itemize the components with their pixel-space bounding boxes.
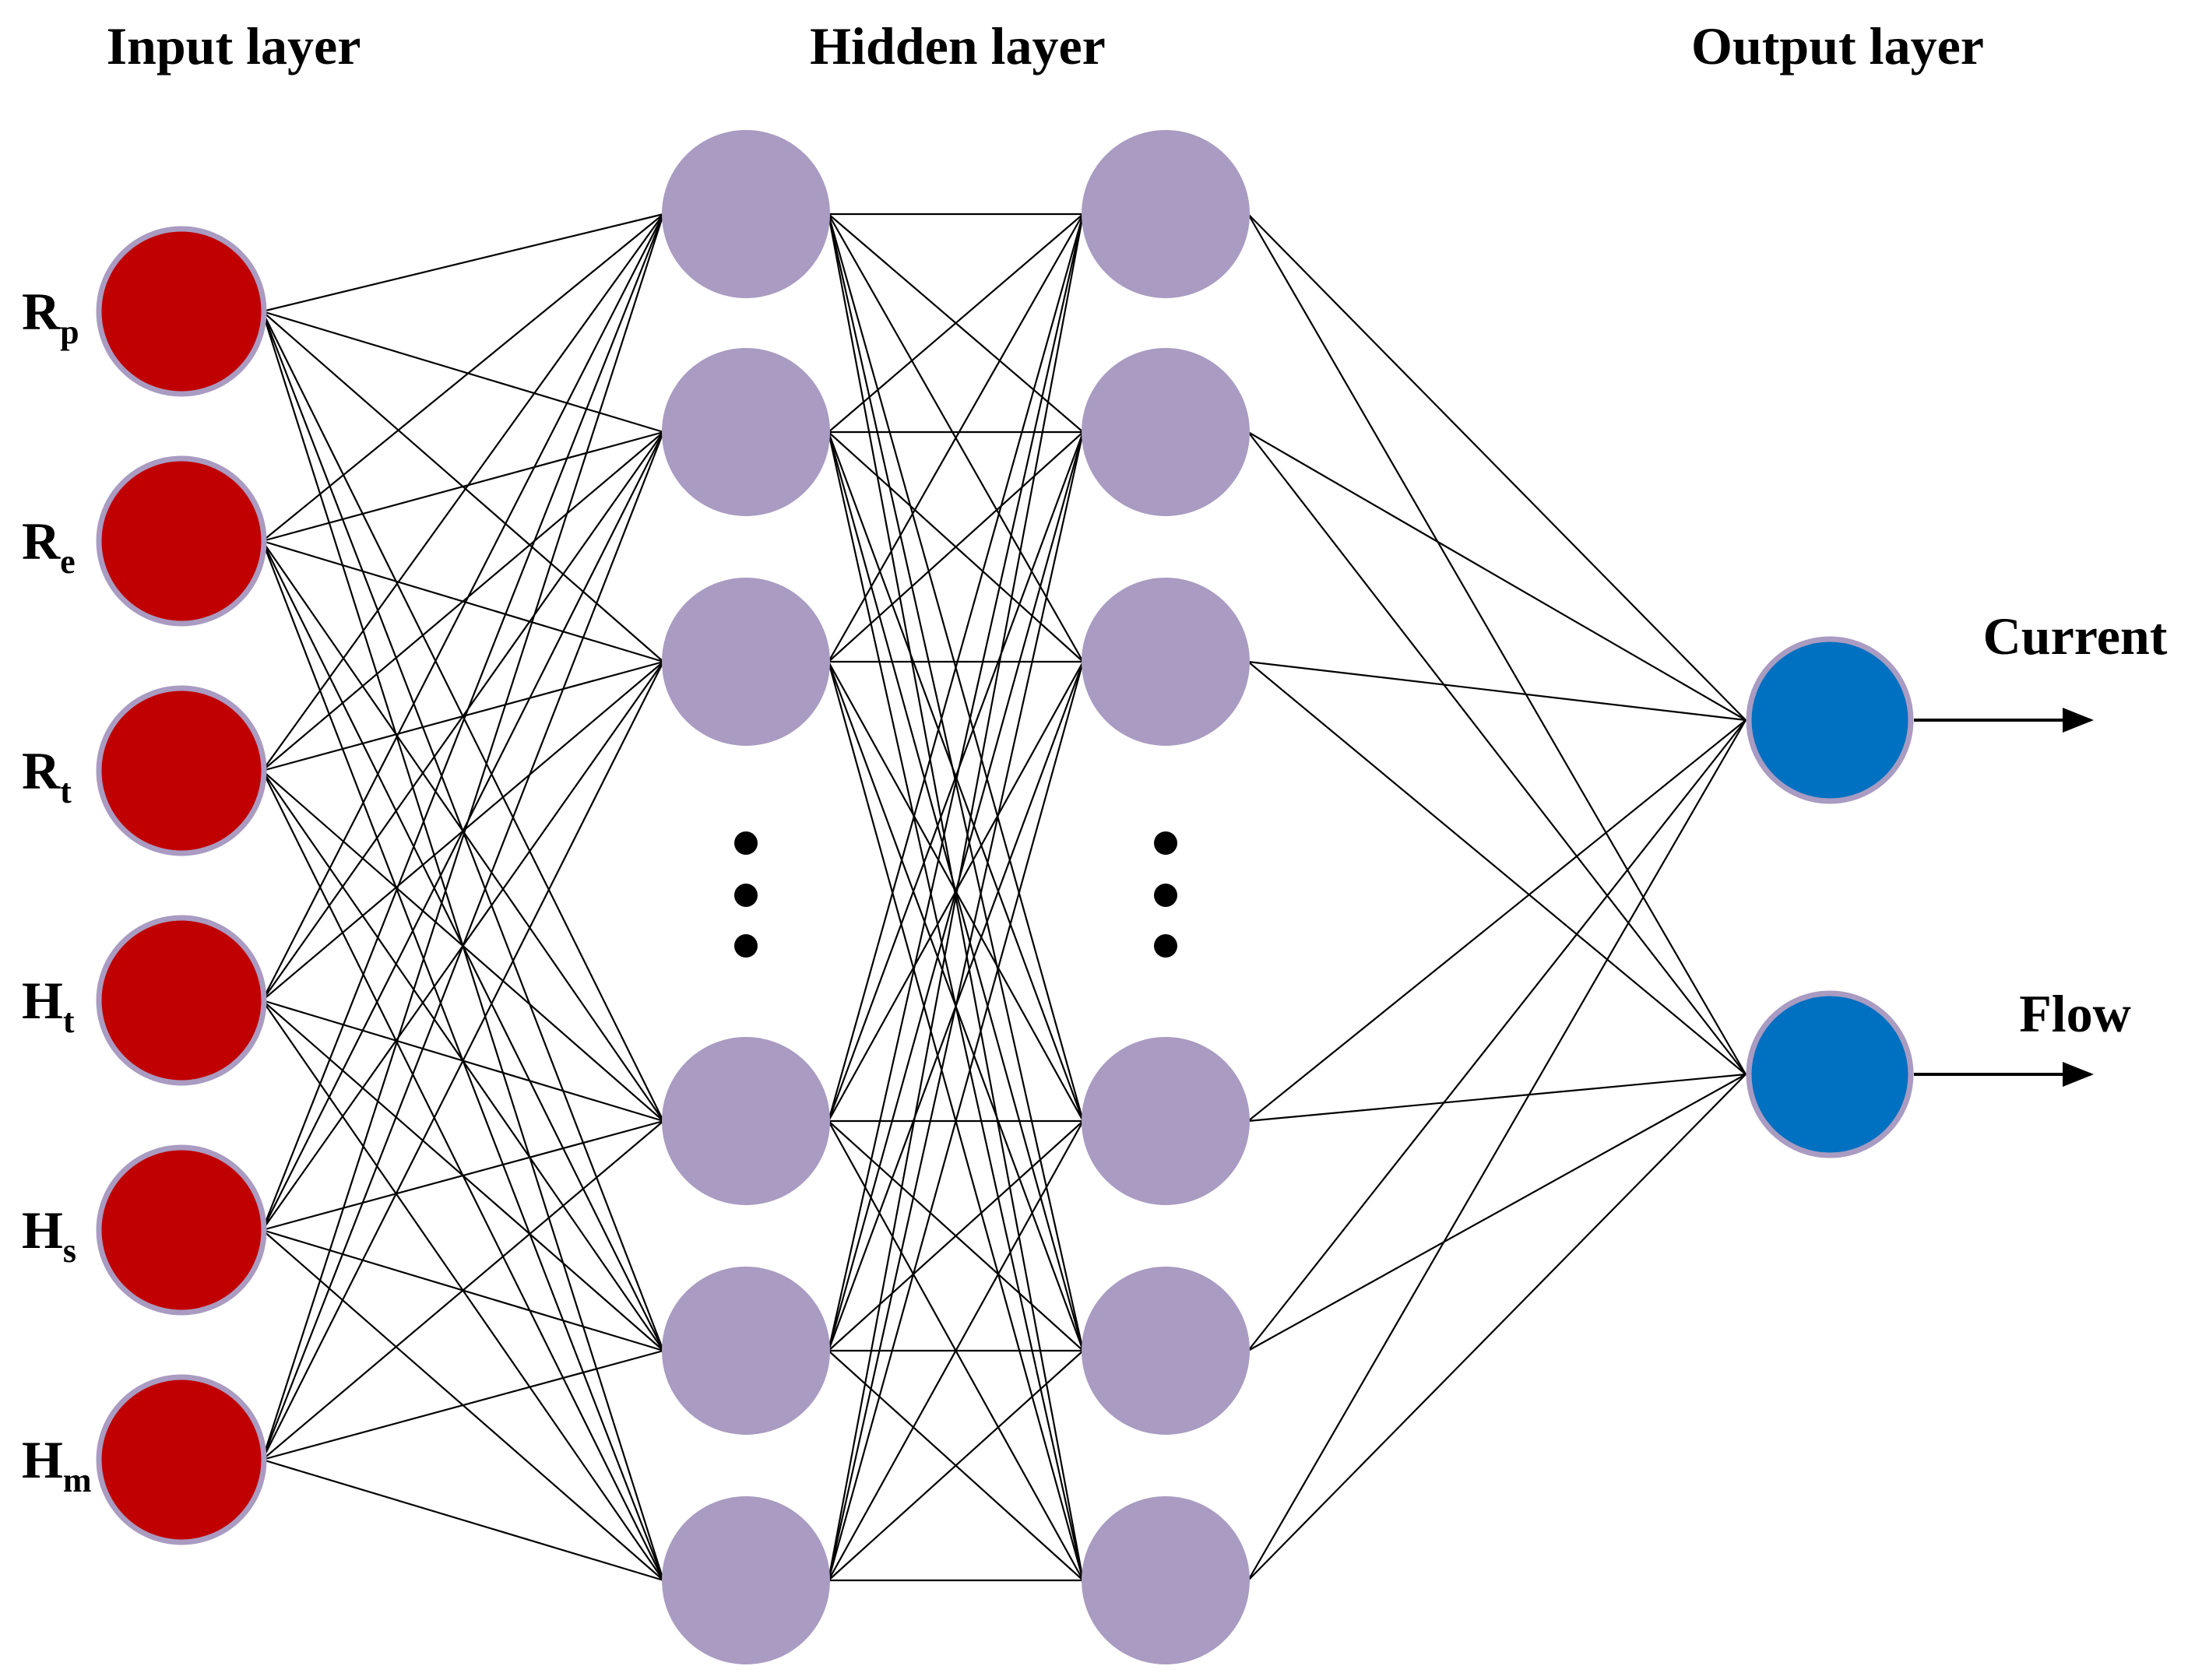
edge-hidden1-5-hidden2-4 <box>828 1120 1084 1351</box>
edge-input6-hidden1-3 <box>262 661 664 1460</box>
edge-input3-hidden1-1 <box>262 213 664 771</box>
output-node-2 <box>1746 990 1914 1158</box>
edge-input6-hidden1-5 <box>262 1349 664 1461</box>
hidden2-node-3 <box>1082 578 1250 746</box>
input-node-2 <box>96 455 267 627</box>
edge-hidden2-2-output2 <box>1247 431 1747 1075</box>
hidden1-node-1 <box>662 130 830 298</box>
edge-input6-hidden1-4 <box>262 1120 664 1460</box>
hidden1-ellipsis-dot-2 <box>734 884 758 907</box>
edge-hidden1-5-hidden2-1 <box>827 213 1085 1351</box>
hidden2-node-1 <box>1082 130 1250 298</box>
edge-hidden1-6-hidden2-1 <box>827 213 1085 1581</box>
input-label-main: H <box>22 1430 63 1489</box>
hidden2-ellipsis-dot-3 <box>1154 934 1177 958</box>
hidden2-node-5 <box>1082 1267 1250 1435</box>
connection-lines <box>261 213 1747 1582</box>
network-nodes <box>96 130 1914 1664</box>
input-label-2: Re <box>22 511 76 581</box>
edge-input5-hidden1-2 <box>262 431 664 1231</box>
edge-input3-hidden1-2 <box>262 431 664 771</box>
output-label-1: Current <box>1983 606 2168 666</box>
input-node-1 <box>96 226 267 397</box>
edge-hidden1-5-hidden2-2 <box>827 431 1085 1351</box>
edge-input1-hidden1-2 <box>262 310 664 434</box>
input-label-3: Rt <box>22 741 72 810</box>
edge-input6-hidden1-1 <box>261 213 665 1460</box>
input-label-1: Rp <box>22 282 79 351</box>
hidden1-node-6 <box>662 1496 830 1664</box>
hidden1-node-5 <box>662 1267 830 1435</box>
input-label-subscript: p <box>60 313 79 351</box>
hidden2-ellipsis-dot-2 <box>1154 884 1177 907</box>
hidden1-node-3 <box>662 578 830 746</box>
input-label-subscript: t <box>63 1002 75 1040</box>
hidden2-node-4 <box>1082 1037 1250 1205</box>
hidden2-ellipsis-dot-1 <box>1154 831 1177 855</box>
ellipsis-dots <box>734 831 1177 958</box>
edge-hidden1-3-hidden2-1 <box>828 213 1084 663</box>
edge-hidden1-6-hidden2-2 <box>827 431 1085 1581</box>
edge-input6-hidden1-2 <box>261 431 665 1460</box>
edge-hidden2-3-output2 <box>1247 661 1747 1075</box>
hidden1-node-4 <box>662 1037 830 1205</box>
edge-input4-hidden1-1 <box>262 213 664 1001</box>
hidden1-ellipsis-dot-1 <box>734 831 758 855</box>
input-label-main: R <box>22 741 61 800</box>
edge-hidden2-5-output2 <box>1247 1074 1747 1351</box>
input-node-5 <box>96 1144 267 1316</box>
edge-hidden2-2-output1 <box>1247 431 1747 721</box>
hidden2-node-6 <box>1082 1496 1250 1664</box>
input-label-main: R <box>22 282 61 341</box>
edge-input5-hidden1-1 <box>261 213 665 1231</box>
hidden1-node-2 <box>662 348 830 516</box>
edge-hidden1-4-hidden2-2 <box>827 431 1085 1122</box>
input-node-3 <box>96 685 267 856</box>
input-label-main: H <box>22 1200 63 1260</box>
edge-hidden1-6-hidden2-5 <box>828 1350 1084 1581</box>
edge-hidden2-1-output1 <box>1247 213 1747 721</box>
edge-hidden1-2-hidden2-1 <box>828 213 1084 433</box>
edge-input5-hidden1-4 <box>262 1119 664 1232</box>
input-label-subscript: e <box>60 543 76 581</box>
edge-input2-hidden1-2 <box>262 431 664 543</box>
edge-hidden2-4-output2 <box>1247 1073 1747 1123</box>
edge-input1-hidden1-1 <box>262 213 664 313</box>
edge-input2-hidden1-1 <box>262 213 664 542</box>
output-arrows <box>1914 708 2094 1087</box>
input-layer-title: Input layer <box>107 16 361 76</box>
edge-hidden2-3-output1 <box>1247 660 1747 722</box>
output-node-1 <box>1746 636 1914 804</box>
edge-hidden2-6-output1 <box>1247 719 1747 1581</box>
input-label-subscript: s <box>63 1232 76 1270</box>
input-node-4 <box>96 915 267 1086</box>
edge-hidden2-5-output1 <box>1247 719 1747 1351</box>
edge-hidden2-6-output2 <box>1247 1074 1747 1581</box>
hidden2-node-2 <box>1082 348 1250 516</box>
hidden-layer-title: Hidden layer <box>810 16 1106 76</box>
output-label-2: Flow <box>2019 984 2131 1043</box>
edge-hidden2-1-output2 <box>1247 213 1747 1075</box>
edge-hidden1-6-hidden2-4 <box>828 1120 1084 1581</box>
edge-hidden2-4-output1 <box>1247 719 1747 1122</box>
edge-hidden1-4-hidden2-1 <box>827 213 1085 1122</box>
edge-hidden1-6-hidden2-3 <box>827 661 1085 1581</box>
input-label-5: Hs <box>22 1200 76 1270</box>
input-label-4: Ht <box>22 971 75 1040</box>
input-node-6 <box>96 1374 267 1545</box>
output-layer-title: Output layer <box>1691 16 1984 76</box>
edge-input4-hidden1-2 <box>262 431 664 1001</box>
edge-hidden1-3-hidden2-2 <box>828 431 1084 663</box>
hidden1-ellipsis-dot-3 <box>734 934 758 958</box>
edge-input6-hidden1-6 <box>262 1458 664 1582</box>
input-label-subscript: m <box>63 1461 92 1499</box>
input-label-main: R <box>22 511 61 571</box>
input-label-main: H <box>22 971 63 1030</box>
input-label-6: Hm <box>22 1430 92 1499</box>
input-label-subscript: t <box>60 772 72 810</box>
